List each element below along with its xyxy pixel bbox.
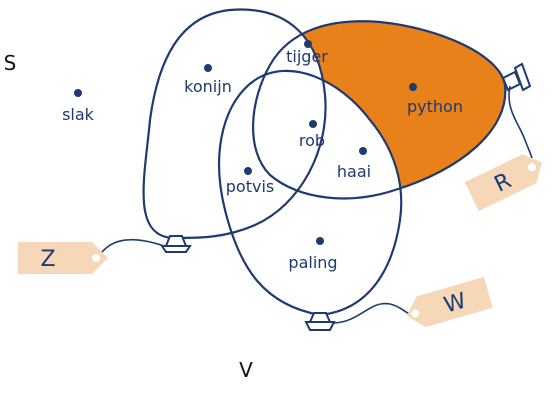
tag-z: Z	[18, 242, 108, 274]
dot-tijger	[304, 40, 312, 48]
label-python: python	[407, 97, 463, 116]
dot-rob	[309, 120, 317, 128]
tag-r: R	[464, 154, 542, 212]
knot-z	[160, 235, 192, 253]
label-tijger: tijger	[286, 47, 328, 66]
dot-slak	[74, 89, 82, 97]
dot-konijn	[204, 64, 212, 72]
bottom-label-v: V	[239, 358, 253, 382]
dot-paling	[316, 237, 324, 245]
tag-w: W	[406, 277, 493, 328]
set-z-outline	[142, 8, 327, 240]
label-slak: slak	[62, 105, 95, 124]
string-r	[508, 85, 533, 159]
string-w	[333, 302, 411, 324]
label-haai: haai	[337, 162, 371, 181]
label-paling: paling	[288, 253, 337, 272]
label-potvis: potvis	[226, 177, 274, 196]
universe-label-s: S	[4, 51, 17, 75]
knot-w	[304, 312, 336, 331]
label-rob: rob	[299, 131, 325, 150]
dot-haai	[359, 147, 367, 155]
tag-z-label: Z	[40, 247, 55, 272]
dot-potvis	[244, 167, 252, 175]
label-konijn: konijn	[184, 77, 232, 96]
knot-r	[501, 62, 532, 92]
dot-python	[409, 83, 417, 91]
